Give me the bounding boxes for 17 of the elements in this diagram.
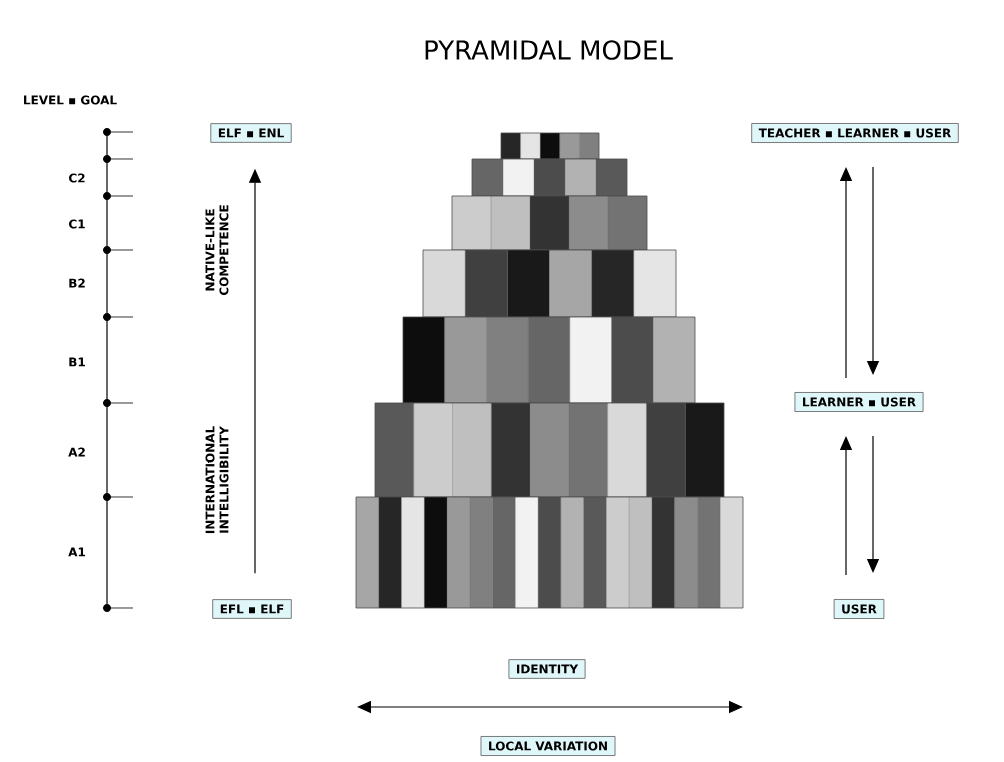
level-label: A2: [68, 447, 85, 457]
label-box: USER: [833, 599, 885, 619]
axis-label: NATIVE-LIKE COMPETENCE: [205, 205, 229, 296]
label-box: ELF ▪ ENL: [210, 123, 292, 143]
title: PYRAMIDAL MODEL: [425, 40, 673, 60]
level-label: A1: [68, 547, 85, 557]
label-box: TEACHER ▪ LEARNER ▪ USER: [751, 123, 959, 143]
axis-label: INTERNATIONAL INTELLIGIBILITY: [205, 426, 229, 534]
label-box: EFL ▪ ELF: [212, 599, 292, 619]
level-label: C2: [69, 173, 85, 183]
level-label: B2: [69, 278, 85, 288]
label-box: IDENTITY: [508, 659, 586, 679]
level-label: B1: [69, 357, 85, 367]
label-box: LEARNER ▪ USER: [794, 392, 924, 412]
level-label: C1: [69, 219, 85, 229]
label-box: LOCAL VARIATION: [480, 736, 616, 756]
scale-heading: LEVEL ▪ GOAL: [24, 95, 117, 105]
